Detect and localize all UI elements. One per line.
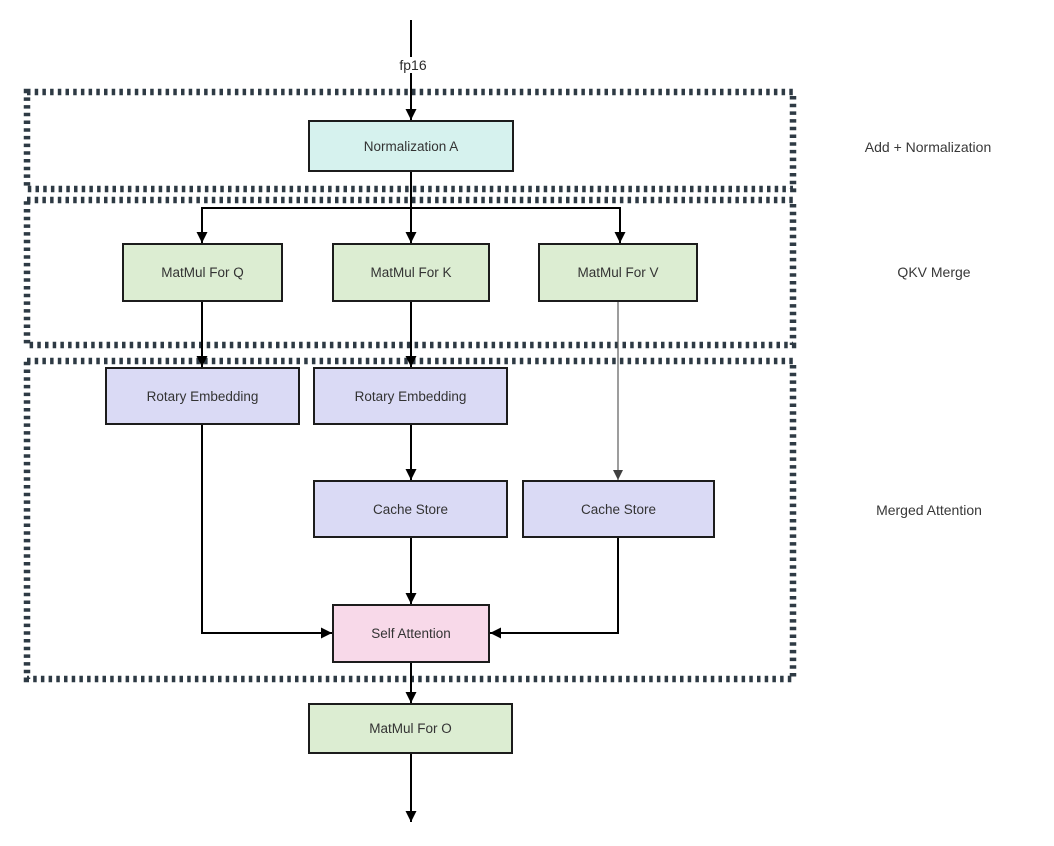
node-matmul-for-k: MatMul For K <box>332 243 490 302</box>
node-label: Cache Store <box>580 501 657 517</box>
node-matmul-for-q: MatMul For Q <box>122 243 283 302</box>
input-dtype-label: fp16 <box>396 57 430 73</box>
node-normalization-a: Normalization A <box>308 120 514 172</box>
node-label: Normalization A <box>363 138 459 154</box>
node-label: MatMul For Q <box>161 265 244 280</box>
node-cache-store-v: Cache Store <box>522 480 715 538</box>
region-outline-merged-attention <box>23 357 797 683</box>
region-label-qkv-merge: QKV Merge <box>897 264 971 280</box>
region-label-add-normalization: Add + Normalization <box>864 139 992 155</box>
node-rotary-embedding-k: Rotary Embedding <box>313 367 508 425</box>
node-matmul-for-v: MatMul For V <box>538 243 698 302</box>
arrow-cache-v-to-self-attention <box>490 538 619 639</box>
node-label: Rotary Embedding <box>146 388 259 404</box>
node-matmul-for-o: MatMul For O <box>308 703 513 754</box>
node-self-attention: Self Attention <box>332 604 490 663</box>
node-cache-store-k: Cache Store <box>313 480 508 538</box>
node-label: Rotary Embedding <box>354 388 467 404</box>
node-label: MatMul For V <box>577 265 659 280</box>
arrow-rotary-q-to-self-attention <box>201 425 332 639</box>
node-label: MatMul For O <box>369 721 452 736</box>
region-label-merged-attention: Merged Attention <box>876 502 982 518</box>
node-label: Self Attention <box>371 626 451 641</box>
node-label: MatMul For K <box>370 265 452 280</box>
node-rotary-embedding-q: Rotary Embedding <box>105 367 300 425</box>
node-label: Cache Store <box>372 501 449 517</box>
